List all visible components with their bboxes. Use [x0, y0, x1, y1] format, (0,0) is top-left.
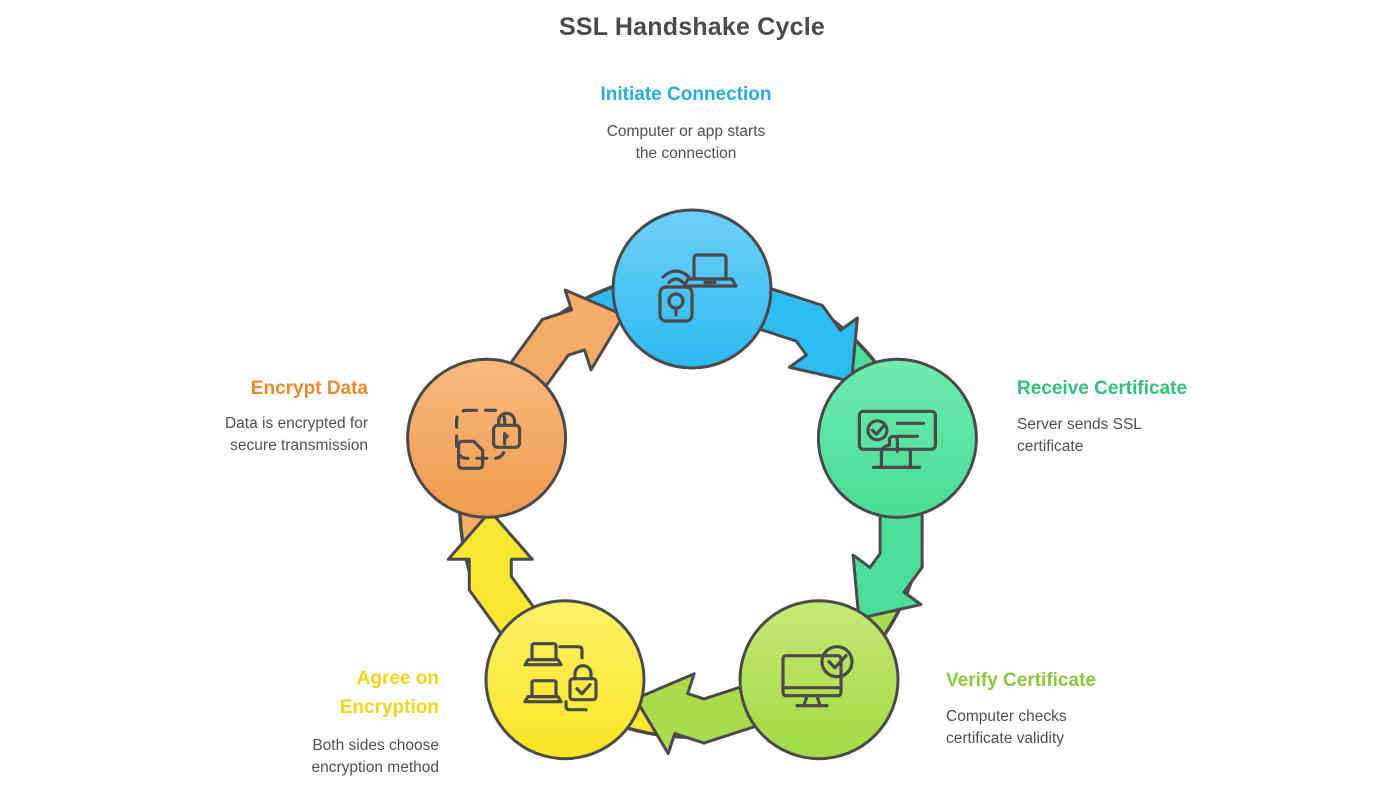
- step-label-receive-certificate: Receive Certificate: [1017, 378, 1188, 399]
- step-desc-agree-on-encryption: Both sides choose encryption method: [311, 737, 439, 776]
- page-title: SSL Handshake Cycle: [559, 13, 825, 41]
- step-desc-initiate-connection: Computer or app starts the connection: [606, 123, 766, 162]
- laptops-lock-icon: [523, 642, 598, 712]
- circle-agree-on-encryption: [484, 599, 646, 761]
- step-desc-verify-certificate: Computer checks certificate validity: [946, 708, 1067, 747]
- circle-verify-certificate: [738, 599, 900, 761]
- step-desc-encrypt-data: Data is encrypted for secure transmissio…: [224, 415, 368, 454]
- step-label-initiate-connection: Initiate Connection: [600, 84, 772, 105]
- step-label-encrypt-data: Encrypt Data: [250, 378, 368, 399]
- step-label-verify-certificate: Verify Certificate: [946, 670, 1096, 691]
- certificate-hand-icon: [857, 409, 938, 469]
- circle-encrypt-data: [406, 357, 568, 519]
- step-label-agree-on-encryption: Agree on Encryption: [339, 668, 439, 718]
- monitor-check-icon: [781, 645, 854, 708]
- lock-file-icon: [455, 408, 522, 470]
- laptop-wifi-device-icon: [658, 253, 738, 323]
- step-desc-receive-certificate: Server sends SSL certificate: [1017, 416, 1142, 455]
